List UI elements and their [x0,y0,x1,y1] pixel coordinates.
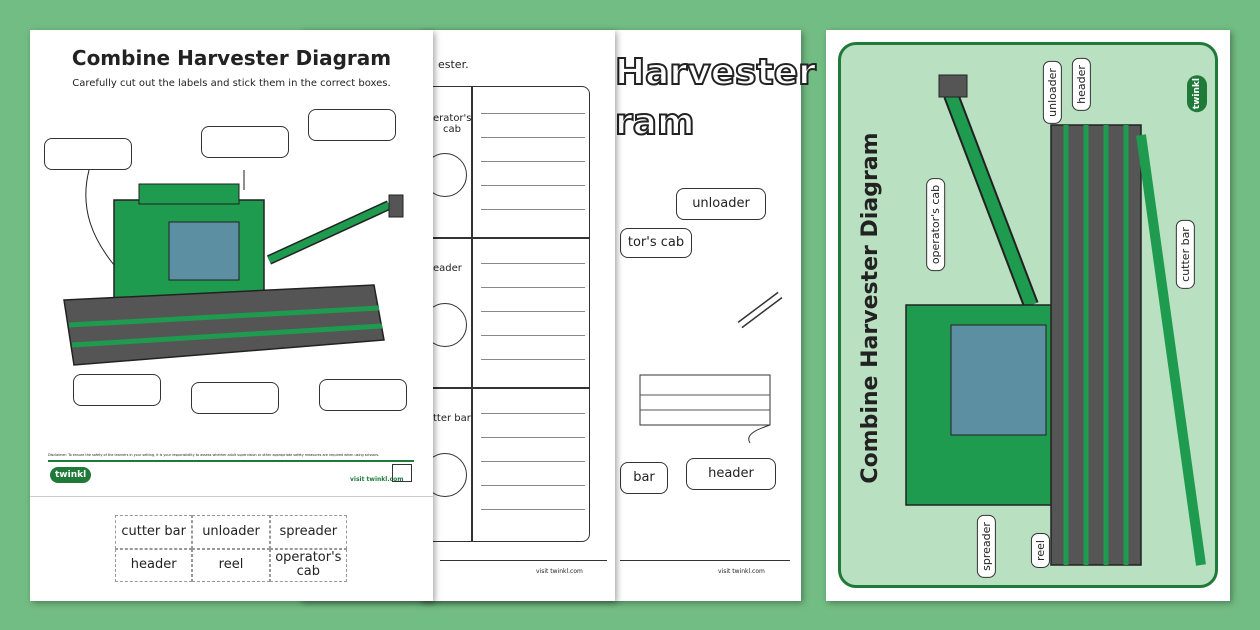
instructions: Carefully cut out the labels and stick t… [72,78,391,89]
quality-badge [392,464,412,482]
poster-label-spreader: spreader [976,515,996,578]
answer-table: erator's cab eader tter bar [400,86,590,542]
middle-instruction: ester. [438,58,469,71]
cutout-label[interactable]: cutter bar [115,515,193,549]
label-operators-cab: tor's cab [620,228,692,258]
row-label-header: eader [433,263,462,274]
twinkl-logo: twinkl [1187,75,1207,113]
blank-label-box-6[interactable] [319,379,407,411]
page-title: Combine Harvester Diagram [71,46,392,70]
poster-title: Combine Harvester Diagram [858,132,883,484]
blank-label-box-4[interactable] [73,374,161,406]
label-cutter-bar: bar [620,462,668,494]
poster-label-operators-cab: operator's cab [926,177,946,272]
blank-label-box-2[interactable] [201,126,289,158]
cutout-label[interactable]: header [115,548,193,582]
cutout-label[interactable]: spreader [269,515,347,549]
back-title-line2: ram [614,101,696,144]
cutout-label[interactable]: reel [192,548,270,582]
combine-harvester-illustration [63,170,404,366]
poster-label-reel: reel [1030,533,1050,568]
front-worksheet: Combine Harvester Diagram Carefully cut … [30,30,433,601]
blank-label-box-3[interactable] [308,109,396,141]
cutout-label[interactable]: unloader [192,515,270,549]
poster: twinkl Combine Harvester Diagram unloade… [826,30,1230,601]
twinkl-logo: twinkl [50,467,92,483]
harvester-outline-illustration [639,291,783,444]
disclaimer: Disclaimer: To ensure the safety of the … [48,453,380,457]
poster-panel: twinkl Combine Harvester Diagram unloade… [838,42,1218,588]
poster-label-unloader: unloader [1042,61,1062,124]
visit-link: visit twinkl.com [718,568,765,575]
poster-label-header: header [1071,58,1091,111]
cutout-labels-grid: cutter bar unloader spreader header reel… [115,515,347,582]
back-title-line1: Harvester [614,51,817,94]
blank-label-box-5[interactable] [191,382,279,414]
visit-link: visit twinkl.com [536,568,583,575]
row-label-operators-cab: erator's cab [433,113,472,135]
cutout-label[interactable]: operator's cab [269,548,347,582]
visit-link[interactable]: visit twinkl.com [350,476,404,483]
blank-label-box-1[interactable] [44,138,132,170]
poster-label-cutter-bar: cutter bar [1175,220,1195,289]
combine-harvester-illustration [905,74,1206,566]
label-unloader: unloader [676,188,766,220]
row-label-cutter-bar: tter bar [433,413,471,424]
label-header: header [686,458,776,490]
